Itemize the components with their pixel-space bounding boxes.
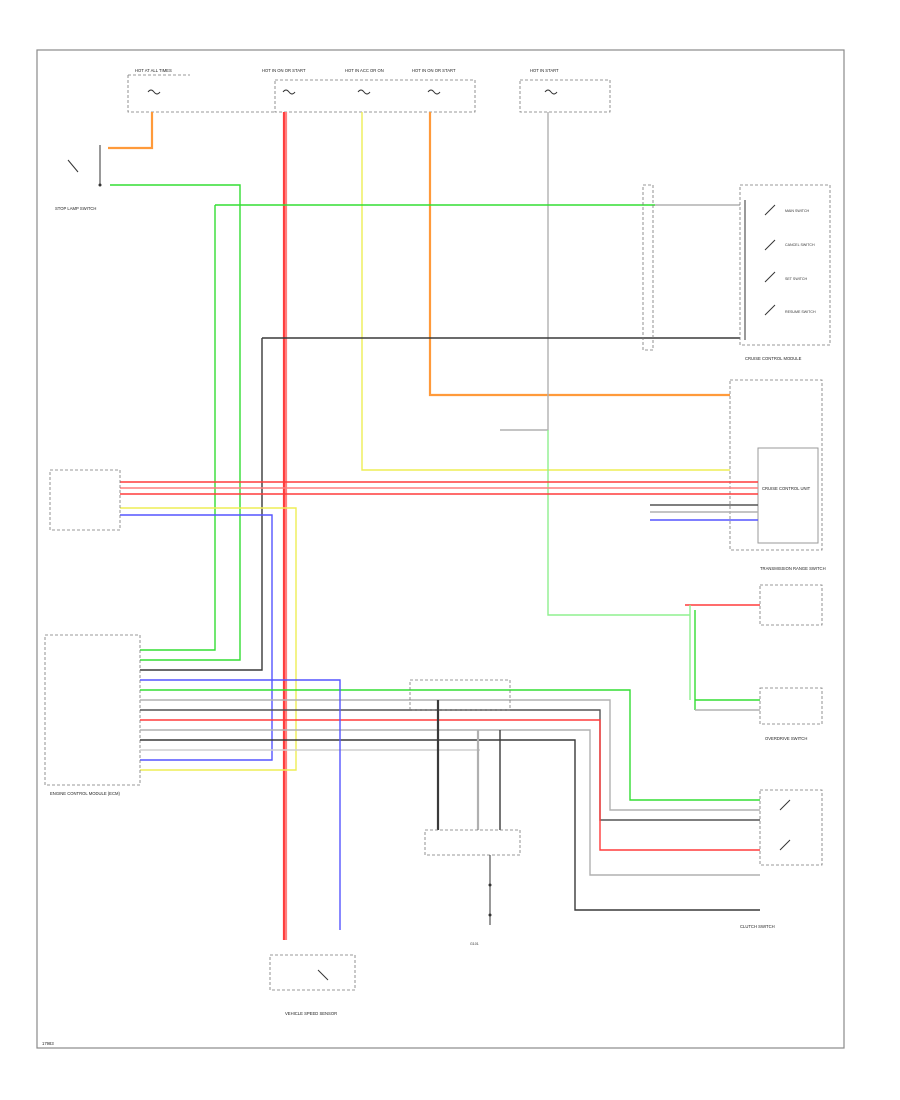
fuse-label-1: HOT AT ALL TIMES — [135, 68, 172, 73]
clutch-switch-label: CLUTCH SWITCH — [740, 924, 775, 929]
cruise-switch-box: CRUISE CONTROL MODULE MAIN SWITCH CANCEL… — [739, 184, 831, 361]
transmission-range-label: TRANSMISSION RANGE SWITCH — [760, 566, 826, 571]
cruise-control-unit: CRUISE CONTROL UNIT — [729, 379, 823, 551]
overdrive-switch: OVERDRIVE SWITCH — [695, 687, 823, 741]
vehicle-speed-sensor: VEHICLE SPEED SENSOR — [269, 954, 356, 1016]
vehicle-speed-sensor-label: VEHICLE SPEED SENSOR — [285, 1011, 337, 1016]
set-switch-label: SET SWITCH — [785, 277, 808, 281]
stop-lamp-switch-label: STOP LAMP SWITCH — [55, 206, 96, 211]
fuse-label-4: HOT IN ON OR START — [412, 68, 456, 73]
fuse-icon — [147, 89, 558, 95]
ecm-label: ENGINE CONTROL MODULE (ECM) — [50, 791, 120, 796]
cancel-switch-label: CANCEL SWITCH — [785, 243, 815, 247]
cruise-control-unit-label: CRUISE CONTROL UNIT — [762, 486, 811, 491]
ground-label: G101 — [470, 942, 479, 946]
stop-lamp-switch: STOP LAMP SWITCH — [55, 145, 102, 211]
resume-switch-label: RESUME SWITCH — [785, 310, 816, 314]
fuse-label-5: HOT IN START — [530, 68, 559, 73]
fuse-label-3: HOT IN ACC OR ON — [345, 68, 384, 73]
left-module-upper — [49, 469, 121, 531]
overdrive-switch-label: OVERDRIVE SWITCH — [765, 736, 807, 741]
clutch-switch: CLUTCH SWITCH — [740, 789, 823, 929]
wire-bus — [120, 481, 758, 771]
transmission-range-switch: TRANSMISSION RANGE SWITCH — [685, 566, 826, 710]
footer-code: 17983 — [42, 1041, 54, 1046]
diagram-frame — [36, 49, 845, 1049]
main-switch-label: MAIN SWITCH — [785, 209, 810, 213]
ecm-connector: ENGINE CONTROL MODULE (ECM) — [44, 634, 760, 930]
fuse-label-2: HOT IN ON OR START — [262, 68, 306, 73]
central-junction: G101 — [409, 679, 521, 946]
cruise-module-label: CRUISE CONTROL MODULE — [745, 356, 802, 361]
fuse-box-group: HOT AT ALL TIMES HOT IN ON OR START HOT … — [127, 68, 611, 113]
